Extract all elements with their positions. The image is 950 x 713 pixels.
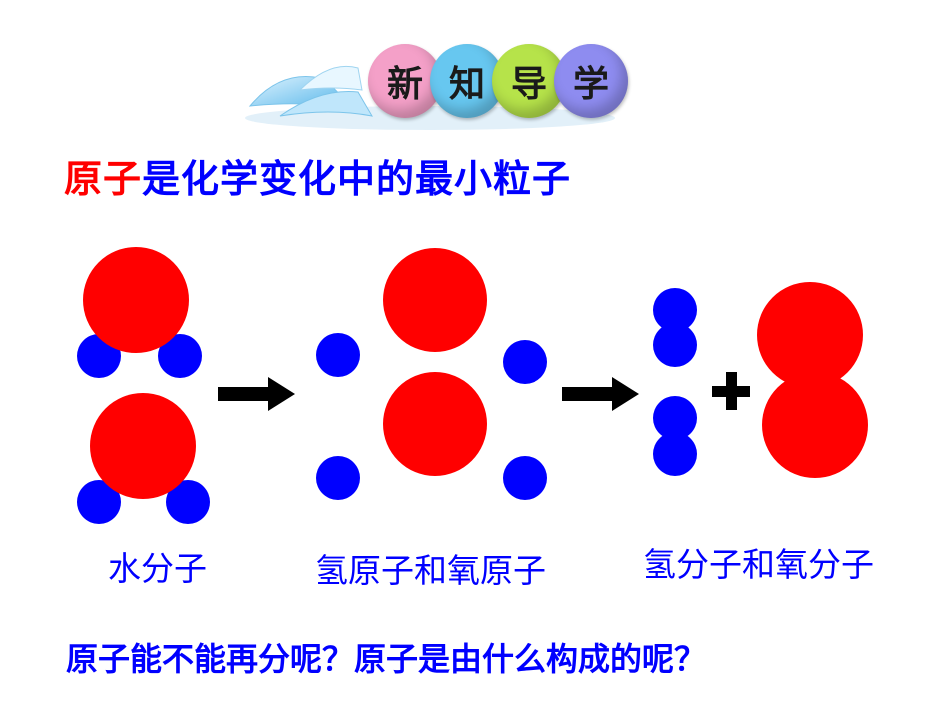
hydrogen-atom bbox=[158, 334, 202, 378]
hydrogen-atom bbox=[653, 432, 697, 476]
oxygen-atom bbox=[757, 282, 863, 388]
oxygen-atom bbox=[83, 247, 189, 353]
question-text: 原子能不能再分呢？原子是由什么构成的呢？ bbox=[66, 640, 707, 678]
hydrogen-atom bbox=[653, 323, 697, 367]
hydrogen-atom bbox=[77, 480, 121, 524]
hydrogen-atom bbox=[503, 456, 547, 500]
title-rest: 是化学变化中的最小粒子 bbox=[142, 157, 572, 201]
label-molecules: 氢分子和氧分子 bbox=[643, 545, 874, 584]
badge-xue: 学 bbox=[554, 44, 628, 118]
badge-dao: 导 bbox=[492, 44, 566, 118]
oxygen-atom bbox=[762, 372, 868, 478]
oxygen-atom bbox=[383, 248, 487, 352]
separate-atoms bbox=[316, 248, 547, 500]
plus-icon bbox=[712, 372, 750, 410]
hydrogen-atom bbox=[316, 456, 360, 500]
section-banner: 新 知 导 学 bbox=[240, 30, 640, 140]
arrow-right-icon bbox=[218, 377, 295, 411]
oxygen-molecule bbox=[757, 282, 868, 478]
badge-xin: 新 bbox=[368, 44, 442, 118]
arrow-right-icon bbox=[562, 377, 639, 411]
hydrogen-atom bbox=[653, 396, 697, 440]
label-water-molecule: 水分子 bbox=[108, 549, 207, 588]
hydrogen-molecules bbox=[653, 288, 697, 476]
water-molecule-top bbox=[77, 247, 202, 378]
title-atom-word: 原子 bbox=[64, 157, 143, 201]
oxygen-atom bbox=[383, 372, 487, 476]
hydrogen-atom bbox=[166, 480, 210, 524]
badge-zhi: 知 bbox=[430, 44, 504, 118]
hydrogen-atom bbox=[316, 333, 360, 377]
label-atoms: 氢原子和氧原子 bbox=[315, 551, 546, 590]
page-title: 原子是化学变化中的最小粒子 bbox=[64, 148, 571, 203]
hydrogen-atom bbox=[653, 288, 697, 332]
water-molecule-bottom bbox=[77, 393, 210, 524]
hydrogen-atom bbox=[503, 340, 547, 384]
oxygen-atom bbox=[90, 393, 196, 499]
